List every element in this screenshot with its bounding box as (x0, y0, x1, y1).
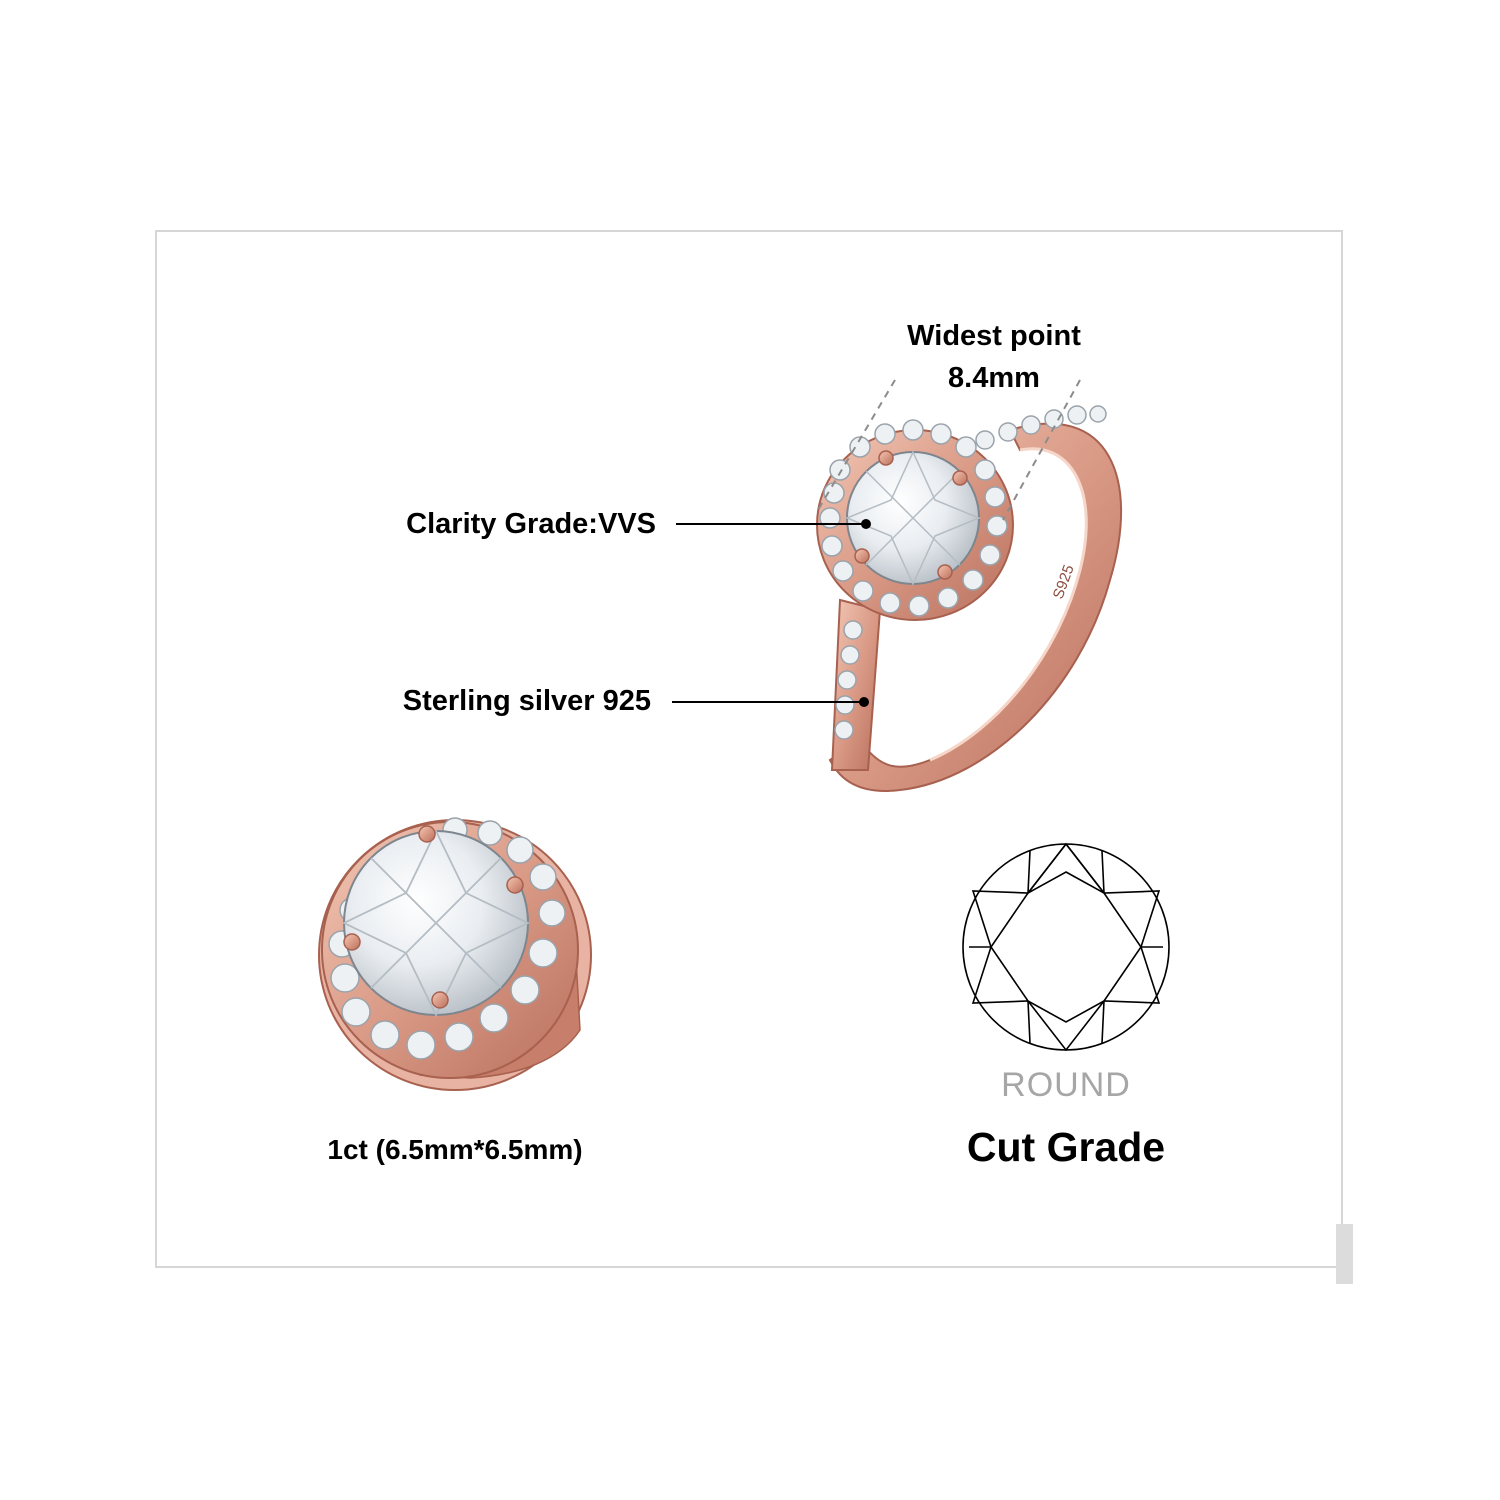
product-frame (155, 230, 1343, 1268)
widest-point-guides (817, 379, 1081, 521)
widest-point-label: Widest point (907, 320, 1081, 352)
stone-closeup-illustration (318, 817, 592, 1091)
cut-grade-label: Cut Grade (966, 1124, 1166, 1170)
round-cut-diagram-icon (962, 842, 1170, 1052)
material-label: Sterling silver 925 (402, 685, 651, 717)
widest-point-value: 8.4mm (948, 362, 1040, 394)
scroll-handle[interactable] (1336, 1224, 1353, 1284)
clarity-leader (676, 519, 871, 529)
ring-illustration: S925 (816, 405, 1123, 792)
shape-label: ROUND (1001, 1066, 1131, 1104)
clarity-label: Clarity Grade:VVS (406, 508, 656, 540)
carat-label: 1ct (6.5mm*6.5mm) (327, 1134, 583, 1165)
material-leader (672, 697, 869, 707)
